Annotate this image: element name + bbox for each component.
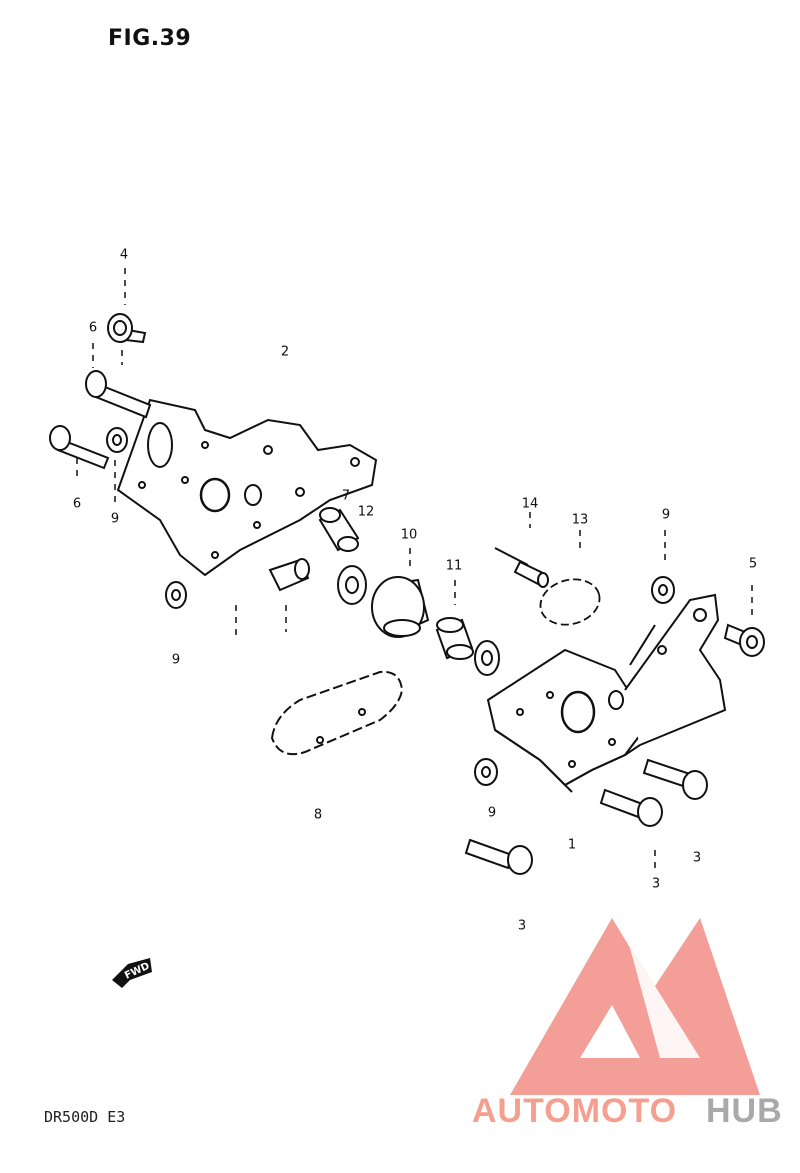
part-8-cover: [272, 672, 402, 754]
callout-13: 13: [571, 512, 589, 528]
callout-5: 5: [748, 556, 758, 572]
part-9-washer-b: [652, 577, 674, 603]
part-2-bracket: [118, 400, 376, 575]
part-spacer-pin: [270, 559, 309, 590]
part-9-washer-d: [475, 759, 497, 785]
watermark-triangle-cut: [612, 918, 700, 1058]
part-9-washer-c: [166, 582, 186, 608]
watermark-triangle-inner: [580, 1005, 640, 1058]
callout-9-left-top: 9: [110, 511, 120, 527]
callout-9-middle: 9: [487, 805, 497, 821]
callout-4: 4: [119, 247, 129, 263]
watermark-text: AUTOMOTO HUB: [472, 1092, 783, 1130]
callout-7: 7: [341, 488, 351, 504]
model-code: DR500D E3: [44, 1108, 126, 1126]
part-13-plate: [535, 573, 604, 631]
callout-10: 10: [400, 527, 418, 543]
part-12-washer: [338, 566, 366, 604]
callout-9-left-lower: 9: [171, 652, 181, 668]
callout-3-middle: 3: [651, 876, 661, 892]
part-3-bolt-a: [466, 840, 532, 874]
watermark-text-b: HUB: [706, 1092, 783, 1130]
callout-6-lower: 6: [72, 496, 82, 512]
watermark-text-a: AUTOMOTO: [472, 1092, 677, 1130]
figure-title: FIG.39: [108, 26, 192, 51]
part-3-bolt-c: [644, 760, 707, 799]
part-14-rivet: [495, 548, 548, 587]
part-10-bushing: [372, 577, 428, 637]
part-3-bolt-b: [601, 790, 662, 826]
callout-1: 1: [567, 837, 577, 853]
callout-3-right: 3: [692, 850, 702, 866]
part-6-bolt-lower: [50, 426, 108, 468]
part-1-bracket: [488, 595, 725, 792]
callout-14: 14: [521, 496, 539, 512]
part-4-bolt: [108, 314, 145, 342]
part-7-spacer: [320, 508, 358, 551]
fwd-arrow-icon: FWD: [112, 958, 152, 988]
callout-9-right-top: 9: [661, 507, 671, 523]
part-11-collar: [437, 618, 473, 659]
callout-3-left: 3: [517, 918, 527, 934]
callout-8: 8: [313, 807, 323, 823]
part-6-bolt-upper: [86, 371, 150, 417]
part-9-washer-a: [107, 428, 127, 452]
part-washer-near-collar: [475, 641, 499, 675]
centerline-marks: [76, 268, 753, 870]
callout-11: 11: [445, 558, 463, 574]
callout-12: 12: [357, 504, 375, 520]
watermark-triangle-outer: [510, 918, 760, 1095]
watermark-logo: [510, 918, 760, 1095]
callout-2: 2: [280, 344, 290, 360]
callout-6-upper: 6: [88, 320, 98, 336]
part-5-bolt: [725, 625, 764, 656]
